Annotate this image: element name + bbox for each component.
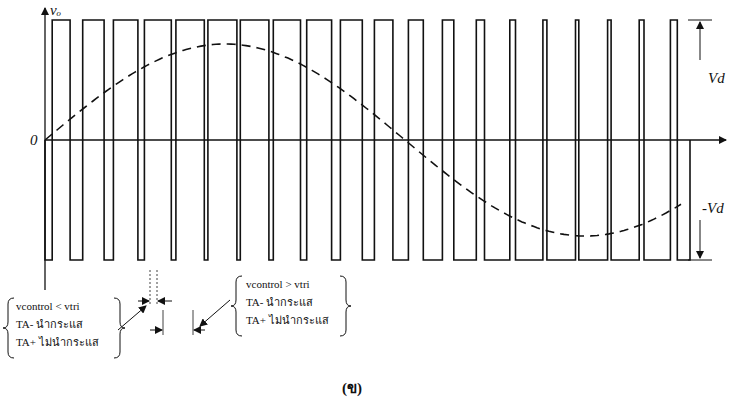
axis-label: 0 xyxy=(30,132,38,149)
dimension-arrow xyxy=(158,301,172,302)
axis-label: vₒ xyxy=(50,2,61,19)
brace xyxy=(340,276,351,336)
annotation-text: TA+ ไม่นำกระแส xyxy=(246,314,329,327)
pwm-waveform xyxy=(45,20,690,260)
dimension-line xyxy=(157,270,158,306)
axis-label: -Vd xyxy=(702,200,724,217)
x-axis xyxy=(45,139,726,140)
dimension-line xyxy=(193,310,194,335)
caption: (ข) xyxy=(342,380,362,397)
dimension-arrow xyxy=(150,330,162,331)
leader-line xyxy=(118,306,146,330)
dimension-arrow xyxy=(138,301,149,302)
axis-label: Vd xyxy=(708,70,725,87)
annotation-text: TA+ ไม่นำกระแส xyxy=(16,336,99,349)
tick xyxy=(688,20,712,21)
pwm-trace xyxy=(45,20,690,260)
leader-line xyxy=(200,300,230,326)
annotation-text: vcontrol < vtri xyxy=(16,300,80,313)
dimension-arrow xyxy=(700,220,701,258)
control-sine xyxy=(45,44,681,236)
annotation-text: TA- นำกระแส xyxy=(246,296,313,309)
dimension-arrow xyxy=(194,330,205,331)
brace xyxy=(3,298,14,358)
tick xyxy=(688,260,712,261)
annotation-text: TA- นำกระแส xyxy=(16,318,83,331)
dimension-arrow xyxy=(700,22,701,60)
dimension-line xyxy=(163,310,164,335)
brace xyxy=(114,298,125,358)
dimension-line xyxy=(150,270,151,306)
brace xyxy=(231,276,242,336)
annotation-text: vcontrol > vtri xyxy=(246,278,310,291)
